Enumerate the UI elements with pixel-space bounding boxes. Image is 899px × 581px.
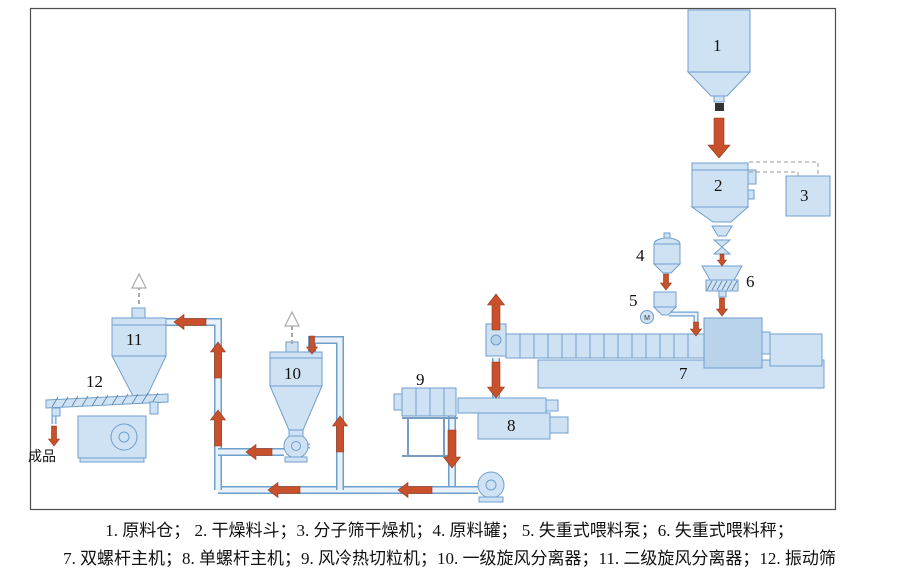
flow-arrow-riser-low bbox=[209, 409, 227, 447]
air-cooled-pelletizer bbox=[393, 387, 458, 457]
legend-line-1: 1. 原料仓； 2. 干燥料斗；3. 分子筛干燥机；4. 原料罐； 5. 失重式… bbox=[105, 521, 794, 540]
molecular-sieve-dryer bbox=[785, 175, 831, 217]
dryer-connection-dashed bbox=[749, 161, 819, 176]
legend: 1. 原料仓； 2. 干燥料斗；3. 分子筛干燥机；4. 原料罐； 5. 失重式… bbox=[0, 517, 899, 573]
diagram-frame bbox=[29, 7, 837, 511]
vibrating-sieve bbox=[45, 392, 169, 463]
raw-material-silo bbox=[686, 9, 752, 111]
flow-arrow-vent-up bbox=[486, 293, 506, 331]
flow-arrow-tank-to-pump bbox=[659, 273, 673, 291]
primary-cyclone-separator bbox=[269, 341, 323, 437]
component-label-4: 4 bbox=[636, 246, 645, 265]
component-label-3: 3 bbox=[800, 186, 809, 205]
loss-in-weight-scale bbox=[701, 265, 743, 298]
vent-arrow-secondary-cyclone bbox=[131, 272, 147, 304]
flow-arrow-bottom-run-2 bbox=[267, 481, 301, 499]
flow-arrow-bottom-run-1 bbox=[397, 481, 433, 499]
gearbox bbox=[703, 317, 763, 369]
flow-arrow-riser-high bbox=[209, 341, 227, 379]
finished-product-label: 成品 bbox=[28, 450, 56, 465]
flow-arrow-pump-to-extruder bbox=[689, 321, 703, 337]
flow-arrow-to-single-screw bbox=[486, 361, 506, 399]
component-label-9: 9 bbox=[416, 370, 425, 389]
motor-letter: M bbox=[644, 315, 650, 322]
main-motor bbox=[769, 333, 823, 367]
raw-material-tank bbox=[652, 232, 682, 274]
vent-arrow-primary-cyclone bbox=[284, 310, 300, 344]
drying-hopper bbox=[690, 162, 757, 255]
twin-screw-extruder bbox=[485, 317, 825, 389]
component-label-10: 10 bbox=[284, 364, 301, 383]
flow-arrow-pelletizer-down bbox=[442, 429, 462, 469]
flow-arrow-valve-to-scale bbox=[716, 253, 728, 267]
flow-arrow-silo-to-hopper bbox=[707, 117, 731, 159]
flow-arrow-riser-cyclone1 bbox=[331, 415, 349, 453]
component-label-1: 1 bbox=[713, 36, 722, 55]
component-label-5: 5 bbox=[629, 291, 638, 310]
flow-arrow-blower-run bbox=[245, 443, 273, 461]
conveying-blower-icon bbox=[477, 471, 505, 503]
flow-arrow-into-cyclone2 bbox=[173, 313, 207, 331]
motor-icon bbox=[640, 310, 654, 324]
flow-arrow-into-cyclone1 bbox=[305, 335, 319, 355]
cyclone-blower-icon bbox=[283, 433, 309, 463]
loss-in-weight-pump: M bbox=[640, 291, 678, 324]
component-label-6: 6 bbox=[746, 272, 755, 291]
secondary-cyclone-separator bbox=[111, 307, 167, 404]
legend-line-2: 7. 双螺杆主机；8. 单螺杆主机；9. 风冷热切粒机；10. 一级旋风分离器；… bbox=[63, 549, 836, 568]
component-label-8: 8 bbox=[507, 416, 516, 435]
flow-arrow-scale-to-extruder bbox=[715, 297, 729, 317]
flow-arrow-finished-product bbox=[47, 425, 61, 447]
component-label-12: 12 bbox=[86, 372, 103, 391]
component-label-11: 11 bbox=[126, 330, 143, 349]
component-label-2: 2 bbox=[714, 176, 723, 195]
component-label-7: 7 bbox=[679, 364, 688, 383]
flow-arrows bbox=[47, 117, 731, 499]
single-screw-extruder bbox=[457, 397, 569, 440]
